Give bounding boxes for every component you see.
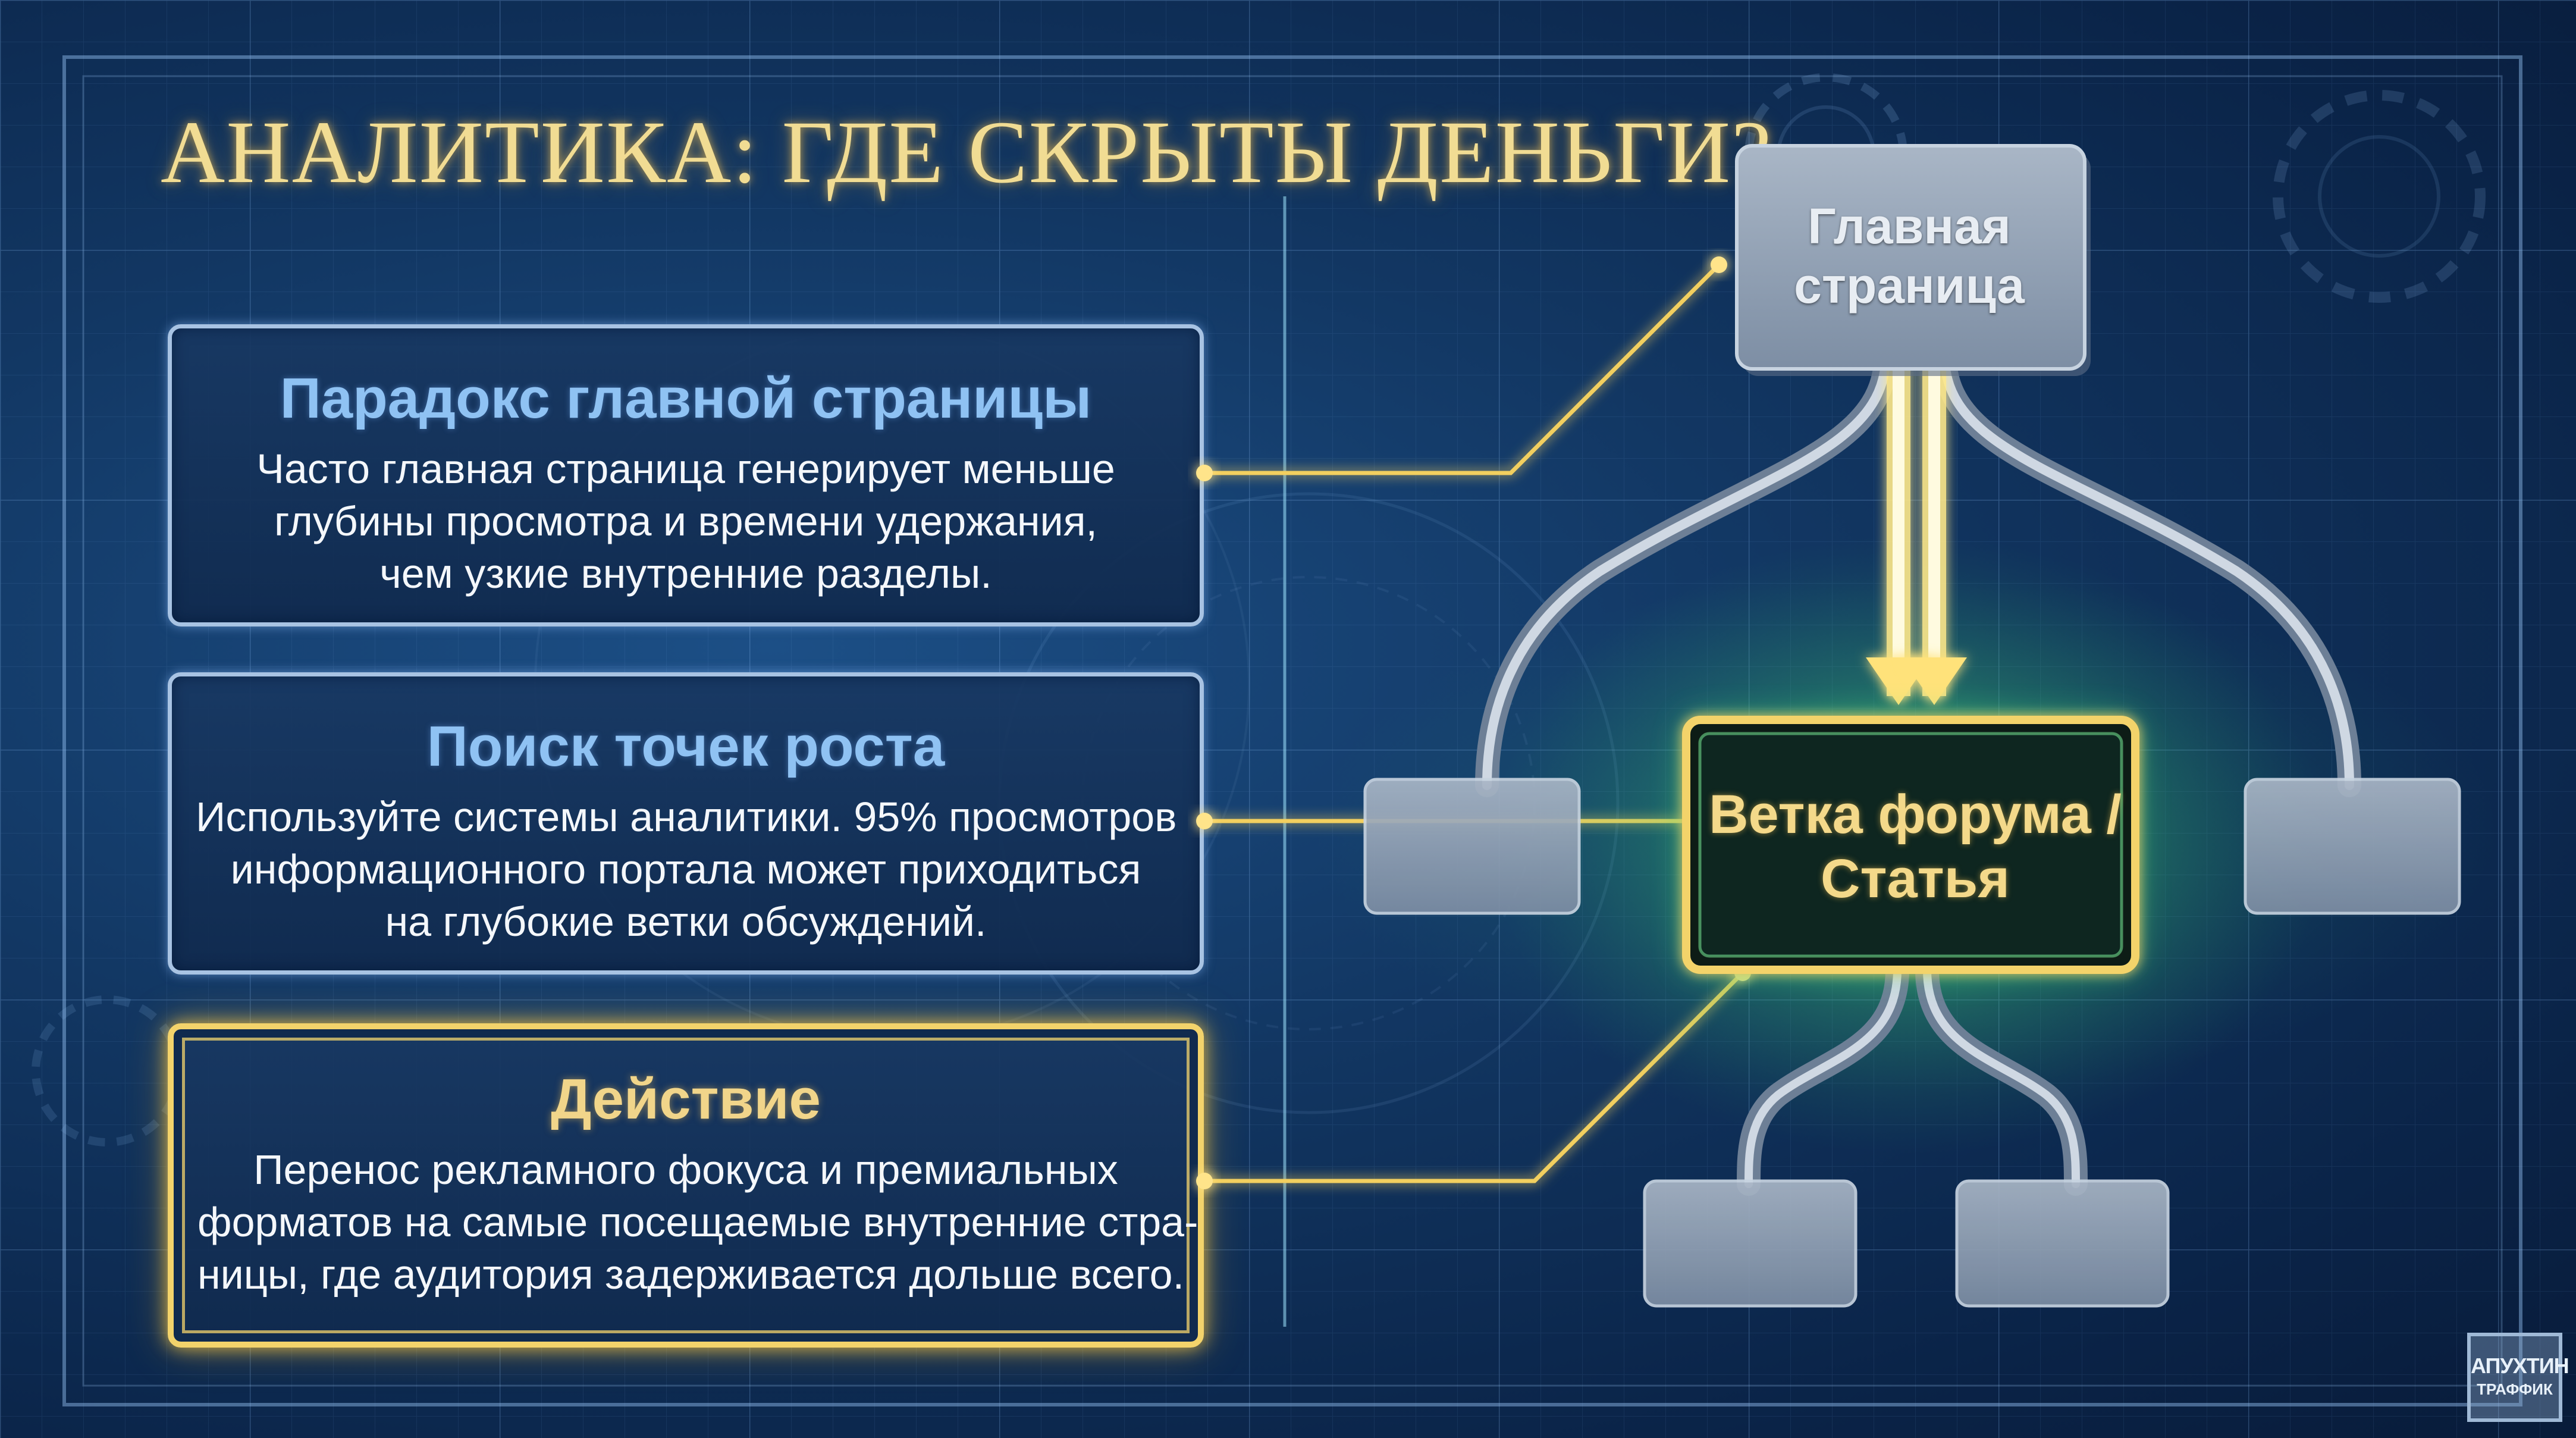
card-title: Поиск точек роста	[426, 715, 945, 778]
inner-frame	[82, 75, 2503, 1387]
card-title: Действие	[551, 1067, 821, 1131]
node-child-right	[1955, 1179, 2170, 1308]
node-homepage-label: Главная страница	[1794, 198, 2025, 314]
node-section-right	[2244, 778, 2461, 915]
card-body-line: ницы, где аудитория задерживается дольше…	[197, 1251, 1185, 1298]
card-body-line: форматов на самые посещаемые внутренние …	[197, 1199, 1198, 1245]
node-child-left	[1643, 1179, 1858, 1308]
brand-logo: АПУХТИН ТРАФФИК	[2467, 1333, 2569, 1422]
logo-text: ТРАФФИК	[2477, 1380, 2553, 1398]
card-body: Часто главная страница генерирует меньше…	[172, 443, 1200, 600]
arrow-down-icon	[1902, 657, 1967, 705]
logo-text: АПУХТИН	[2471, 1354, 2569, 1378]
card-body-line: Перенос рекламного фокуса и премиальных	[253, 1146, 1118, 1193]
node-section-left	[1363, 778, 1581, 915]
node-homepage	[1735, 144, 2091, 376]
connector-dot	[1196, 465, 1213, 481]
card-body-line: чем узкие внутренние разделы.	[379, 550, 992, 597]
node-forum-branch	[1682, 716, 2139, 974]
connector-dot	[1196, 813, 1213, 829]
card-body-line: глубины просмотра и времени удержания,	[274, 498, 1097, 544]
card-body: Перенос рекламного фокуса и премиальных …	[174, 1143, 1198, 1301]
card-title: Парадокс главной страницы	[280, 366, 1092, 430]
connector-dot	[1196, 1173, 1213, 1189]
connector-line	[1204, 263, 1721, 475]
connector-dot	[1711, 256, 1727, 273]
card-body-line: Используйте системы аналитики. 95% просм…	[196, 794, 1177, 840]
card-homepage-paradox: Парадокс главной страницы Часто главная …	[168, 324, 1204, 626]
card-body: Используйте системы аналитики. 95% просм…	[172, 791, 1200, 948]
card-action: Действие Перенос рекламного фокуса и пре…	[168, 1023, 1204, 1348]
card-body-line: информационного портала может приходитьс…	[230, 846, 1141, 892]
tree-pipes	[1475, 351, 2361, 1196]
node-forum-branch-label: Ветка форума / Статья	[1709, 784, 2122, 909]
gear-icon	[2273, 90, 2486, 303]
card-body-line: Часто главная страница генерирует меньше	[256, 446, 1115, 492]
card-growth-points: Поиск точек роста Используйте системы ан…	[168, 672, 1204, 975]
outer-frame	[62, 55, 2522, 1406]
traffic-flow-arrows	[1866, 363, 1967, 705]
page-title: АНАЛИТИКА: ГДЕ СКРЫТЫ ДЕНЬГИ?	[161, 103, 1772, 202]
card-body-line: на глубокие ветки обсуждений.	[385, 898, 987, 945]
